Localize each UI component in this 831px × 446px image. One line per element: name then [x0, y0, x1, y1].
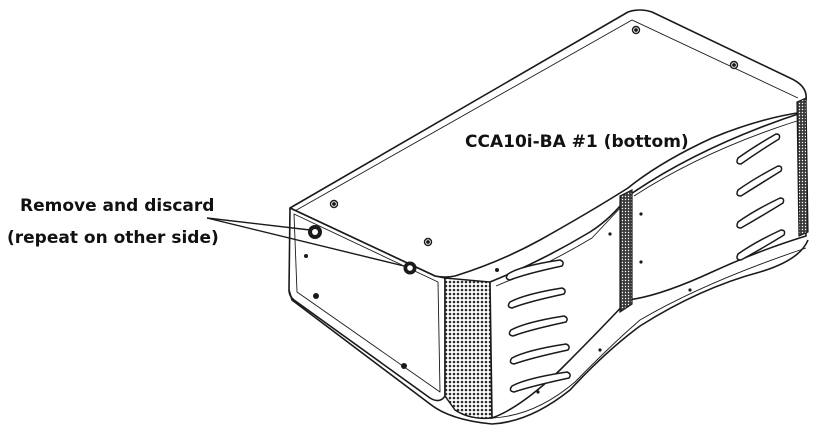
front-baffle [489, 111, 807, 419]
front-slots-right [736, 133, 786, 261]
callout-instruction: Remove and discard [20, 196, 215, 216]
callout-leaders [206, 217, 405, 267]
handle-screw-far [403, 261, 417, 275]
front-slots-left [505, 259, 571, 393]
top-screws [329, 25, 739, 247]
right-end-strip [796, 97, 809, 237]
top-panel [289, 9, 807, 278]
handle-screw-near [308, 225, 322, 239]
center-seam [619, 189, 633, 314]
rivets [304, 212, 692, 394]
bottom-rail [288, 239, 809, 425]
device-label: CCA10i-BA #1 (bottom) [465, 132, 689, 152]
callout-note: (repeat on other side) [7, 228, 219, 248]
left-grille [444, 277, 493, 420]
